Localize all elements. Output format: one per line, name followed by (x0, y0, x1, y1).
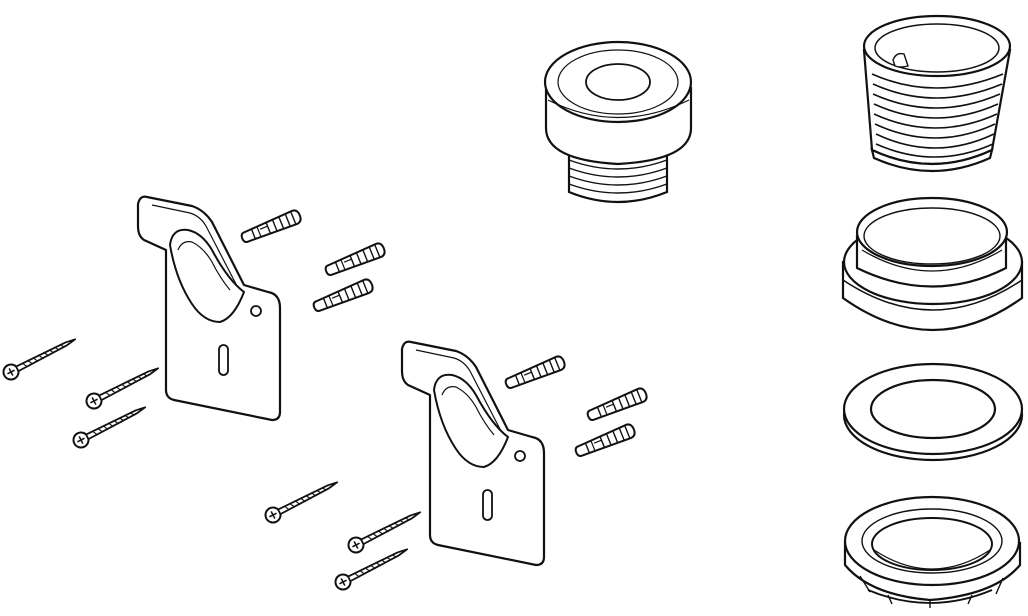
wood-screw-4 (261, 474, 342, 527)
threaded-plug (543, 40, 693, 204)
wood-screw-5 (344, 504, 425, 557)
flanged-sleeve (841, 196, 1024, 331)
lock-nut (843, 495, 1022, 608)
wood-screw-6 (331, 541, 412, 594)
wood-screw-1 (0, 331, 80, 384)
wall-plug-2 (322, 240, 388, 279)
flat-washer (842, 362, 1024, 462)
wall-plug-6 (572, 421, 638, 460)
wall-plug-4 (502, 353, 568, 392)
threaded-sleeve (862, 14, 1012, 173)
wood-screw-3 (69, 399, 150, 452)
wood-screw-2 (82, 360, 163, 413)
wall-plug-1 (238, 207, 304, 246)
wall-plug-5 (584, 385, 650, 424)
wall-plug-3 (310, 276, 376, 315)
